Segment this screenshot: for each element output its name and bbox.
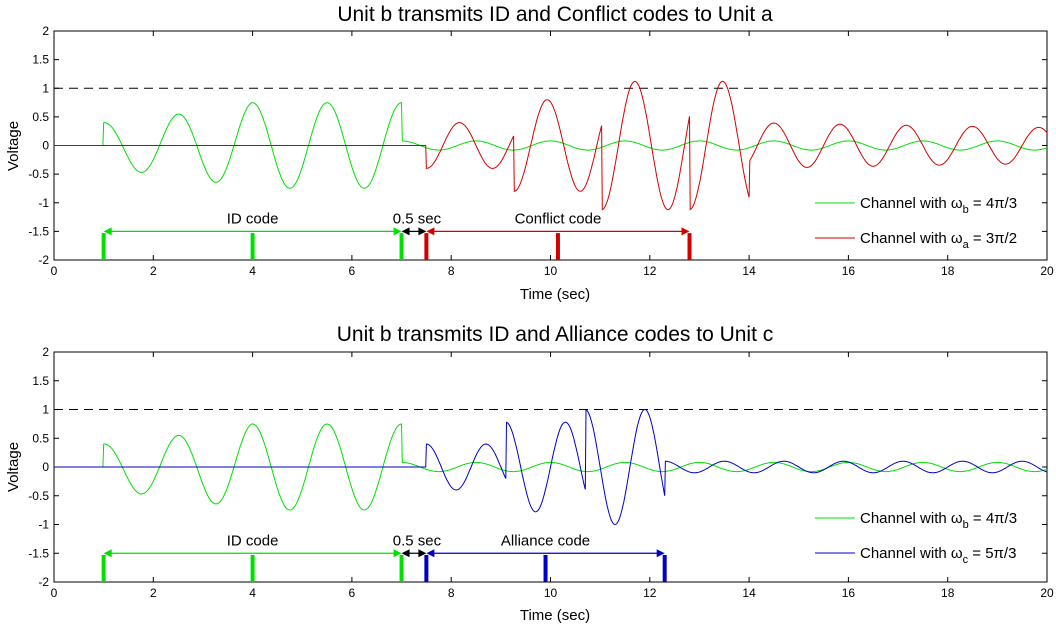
y-tick-label: 0.5 (32, 431, 49, 445)
code-span-label: ID code (227, 210, 279, 227)
arrowhead-right (656, 549, 665, 558)
series-line (54, 423, 1048, 511)
y-tick-label: -1 (38, 196, 49, 210)
y-tick-label: 1.5 (32, 374, 49, 388)
code-marker (424, 554, 429, 582)
code-span-label: 0.5 sec (393, 532, 442, 549)
y-tick-label: 2 (42, 24, 49, 38)
x-tick-label: 6 (349, 586, 356, 600)
arrowhead-right (393, 227, 402, 236)
x-tick-label: 4 (249, 586, 256, 600)
y-tick-label: -0.5 (28, 167, 49, 181)
code-span-label: ID code (227, 532, 279, 549)
chart-title: Unit b transmits ID and Conflict codes t… (337, 3, 773, 26)
axis-ticks: 0 2 4 6 8 10 12 14 16 18 20 2 1.5 1 0.5 … (28, 24, 1054, 278)
x-tick-label: 14 (742, 264, 756, 278)
plot-marks (53, 351, 1048, 583)
code-marker (424, 233, 429, 260)
legend: Channel with ωb = 4π/3 Channel with ωc =… (815, 510, 1017, 566)
x-axis-label: Time (sec) (520, 607, 590, 624)
x-tick-label: 8 (448, 586, 455, 600)
x-tick-label: 2 (150, 264, 157, 278)
x-tick-label: 4 (249, 264, 256, 278)
arrowhead-left (426, 549, 435, 558)
y-tick-label: -2 (38, 575, 49, 589)
arrowhead-left (401, 227, 410, 236)
y-axis-label: Voltage (5, 121, 22, 171)
x-tick-label: 14 (742, 586, 756, 600)
x-tick-label: 12 (643, 264, 657, 278)
code-marker (555, 233, 560, 260)
x-tick-label: 8 (448, 264, 455, 278)
arrowhead-right (681, 227, 690, 236)
x-tick-label: 20 (1040, 586, 1054, 600)
y-tick-label: 1 (42, 403, 49, 417)
code-marker (250, 233, 255, 260)
y-tick-label: -1.5 (28, 546, 49, 560)
subplot-1: Unit b transmits ID and Conflict codes t… (5, 3, 1054, 303)
series-line (54, 101, 1048, 189)
y-tick-label: 2 (42, 345, 49, 359)
arrowhead-left (103, 549, 112, 558)
code-span-label: Alliance code (501, 532, 590, 549)
code-annotations: ID code 0.5 sec Conflict code (227, 210, 602, 227)
code-span-label: 0.5 sec (393, 210, 442, 227)
x-tick-label: 10 (544, 264, 558, 278)
x-tick-label: 18 (941, 264, 955, 278)
code-marker (399, 233, 404, 260)
y-tick-label: 0 (42, 460, 49, 474)
y-tick-label: -2 (38, 253, 49, 267)
x-tick-label: 0 (51, 586, 58, 600)
code-marker (399, 554, 404, 582)
code-marker (101, 233, 106, 260)
code-marker (543, 554, 548, 582)
code-annotations: ID code 0.5 sec Alliance code (227, 532, 590, 549)
arrowhead-left (426, 227, 435, 236)
legend: Channel with ωb = 4π/3 Channel with ωa =… (815, 195, 1017, 251)
y-tick-label: -0.5 (28, 489, 49, 503)
series-line (54, 80, 1048, 211)
code-marker (662, 554, 667, 582)
code-span-label: Conflict code (515, 210, 602, 227)
x-tick-label: 6 (349, 264, 356, 278)
arrowhead-right (418, 549, 427, 558)
y-tick-label: 0.5 (32, 110, 49, 124)
arrowhead-right (393, 549, 402, 558)
y-tick-label: -1.5 (28, 224, 49, 238)
series-line (54, 408, 1048, 526)
subplot-2: Unit b transmits ID and Alliance codes t… (5, 323, 1054, 624)
plot-marks (53, 30, 1048, 261)
code-marker (101, 554, 106, 582)
y-axis-label: Voltage (5, 442, 22, 492)
x-tick-label: 10 (544, 586, 558, 600)
legend-entry: Channel with ωa = 3π/2 (860, 230, 1017, 251)
x-tick-label: 0 (51, 264, 58, 278)
code-marker (250, 554, 255, 582)
code-marker (687, 233, 692, 260)
arrowhead-left (401, 549, 410, 558)
x-tick-label: 12 (643, 586, 657, 600)
y-tick-label: 0 (42, 139, 49, 153)
x-tick-label: 16 (842, 264, 856, 278)
x-tick-label: 16 (842, 586, 856, 600)
axis-ticks: 0 2 4 6 8 10 12 14 16 18 20 2 1.5 1 0.5 … (28, 345, 1054, 600)
x-tick-label: 2 (150, 586, 157, 600)
x-tick-label: 18 (941, 586, 955, 600)
legend-entry: Channel with ωb = 4π/3 (860, 510, 1017, 531)
arrowhead-right (418, 227, 427, 236)
chart-title: Unit b transmits ID and Alliance codes t… (337, 323, 774, 346)
y-tick-label: 1.5 (32, 53, 49, 67)
legend-entry: Channel with ωc = 5π/3 (860, 545, 1016, 566)
x-tick-label: 20 (1040, 264, 1054, 278)
arrowhead-left (103, 227, 112, 236)
y-tick-label: -1 (38, 518, 49, 532)
y-tick-label: 1 (42, 81, 49, 95)
x-axis-label: Time (sec) (520, 286, 590, 303)
legend-entry: Channel with ωb = 4π/3 (860, 195, 1017, 216)
